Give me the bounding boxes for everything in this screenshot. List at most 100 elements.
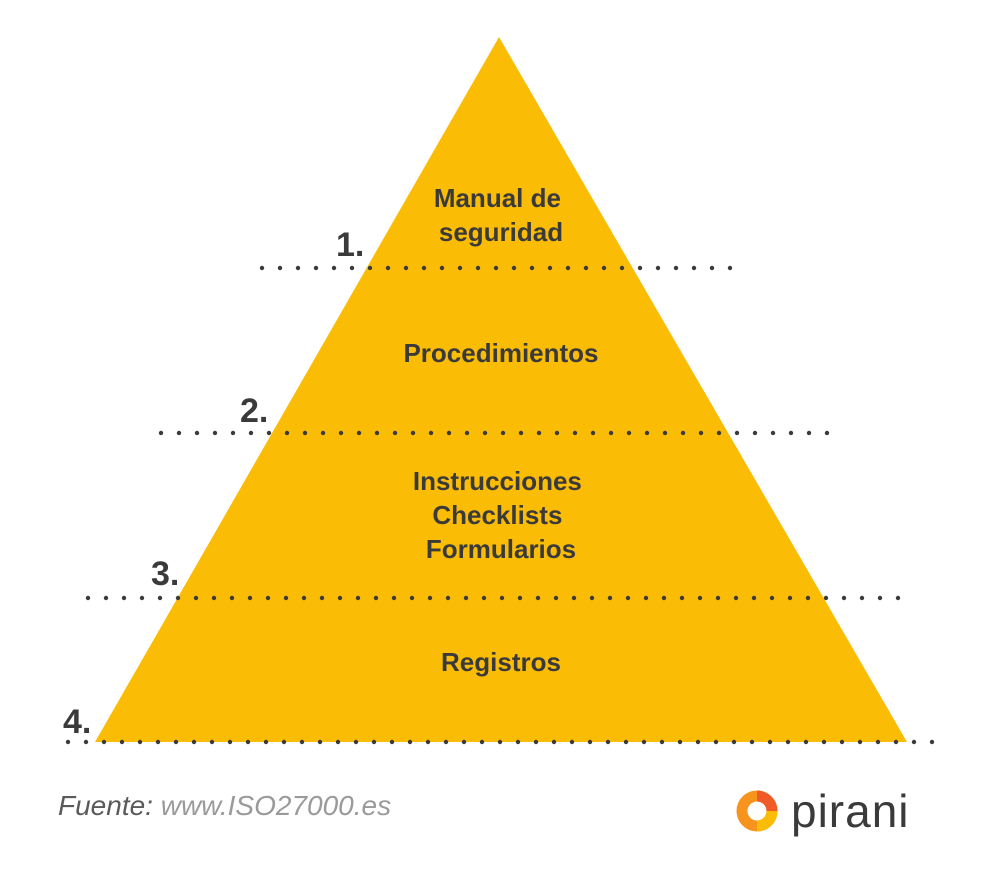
divider-dot [565, 265, 571, 271]
divider-dot [601, 265, 607, 271]
divider-dot [158, 430, 164, 436]
level-1-label: Manual de seguridad [434, 183, 568, 247]
divider-dot [641, 739, 647, 745]
divider-dot [266, 430, 272, 436]
divider-dot [533, 739, 539, 745]
divider-dot [644, 430, 650, 436]
divider-dot [85, 595, 91, 601]
divider-dot [607, 595, 613, 601]
divider-dot [770, 430, 776, 436]
divider-dot [806, 430, 812, 436]
divider-dot [407, 739, 413, 745]
divider-dot [479, 739, 485, 745]
level-2-line-1: Procedimientos [403, 338, 598, 368]
divider-dot [500, 430, 506, 436]
divider-dot [373, 595, 379, 601]
level-3-line-1: Instrucciones [413, 466, 582, 496]
divider-dot [389, 739, 395, 745]
divider-dot [283, 595, 289, 601]
divider-dot [121, 595, 127, 601]
divider-dot [553, 595, 559, 601]
divider-dot [367, 265, 373, 271]
divider-dot [893, 739, 899, 745]
divider-dot [338, 430, 344, 436]
divider-dot [655, 265, 661, 271]
divider-dot [475, 265, 481, 271]
divider-dot [349, 265, 355, 271]
divider-dot [571, 595, 577, 601]
divider-dot [176, 430, 182, 436]
level-4-line-1: Registros [441, 647, 561, 677]
divider-dot [403, 265, 409, 271]
divider-dot [697, 595, 703, 601]
divider-dot [229, 595, 235, 601]
source-url: www.ISO27000.es [160, 790, 392, 821]
divider-dot [752, 430, 758, 436]
divider-dot [691, 265, 697, 271]
divider-dot [173, 739, 179, 745]
divider-dot [101, 739, 107, 745]
divider-dot [511, 265, 517, 271]
divider-dot [446, 430, 452, 436]
divider-dot [569, 739, 575, 745]
divider-dot [698, 430, 704, 436]
divider-dot [155, 739, 161, 745]
divider-dot [824, 430, 830, 436]
level-2-number: 2. [240, 392, 268, 430]
divider-dot [769, 595, 775, 601]
divider-dot [371, 739, 377, 745]
divider-dot [731, 739, 737, 745]
divider-dot [295, 265, 301, 271]
divider-dot [445, 595, 451, 601]
divider-dot [391, 595, 397, 601]
divider-dot [277, 265, 283, 271]
divider-dot [209, 739, 215, 745]
divider-dot [608, 430, 614, 436]
level-3-line-3: Formularios [426, 534, 576, 564]
divider-dot [245, 739, 251, 745]
divider-dot [517, 595, 523, 601]
divider-dot [662, 430, 668, 436]
divider-dot [259, 265, 265, 271]
divider-dot [625, 595, 631, 601]
divider-dot [677, 739, 683, 745]
divider-dot [119, 739, 125, 745]
level-4-label: Registros [441, 647, 561, 677]
dividers [65, 265, 935, 745]
divider-dot [518, 430, 524, 436]
divider-dot [248, 430, 254, 436]
divider-dot [421, 265, 427, 271]
divider-dot [439, 265, 445, 271]
divider-dot [281, 739, 287, 745]
divider-dot [497, 739, 503, 745]
divider-dot [191, 739, 197, 745]
divider-dot [572, 430, 578, 436]
divider-dot [515, 739, 521, 745]
level-1-line-1: Manual de [434, 183, 561, 213]
level-2-label: Procedimientos [403, 338, 598, 368]
divider-dot [713, 739, 719, 745]
divider-dot [587, 739, 593, 745]
level-3-label: Instrucciones Checklists Formularios [413, 466, 589, 564]
divider-dot [715, 595, 721, 601]
divider-dot [157, 595, 163, 601]
divider-dot [83, 739, 89, 745]
divider-dot [482, 430, 488, 436]
divider-dot [551, 739, 557, 745]
divider-dot [65, 739, 71, 745]
divider-dot [320, 430, 326, 436]
divider-dot [859, 595, 865, 601]
divider-dot [139, 595, 145, 601]
pyramid-shape [95, 37, 907, 742]
divider-dot [137, 739, 143, 745]
divider-dot [857, 739, 863, 745]
divider-dot [841, 595, 847, 601]
divider-dot [425, 739, 431, 745]
divider-dot [803, 739, 809, 745]
divider-dot [392, 430, 398, 436]
divider-dot [536, 430, 542, 436]
divider-dot [313, 265, 319, 271]
divider-dot [583, 265, 589, 271]
divider-dot [331, 265, 337, 271]
